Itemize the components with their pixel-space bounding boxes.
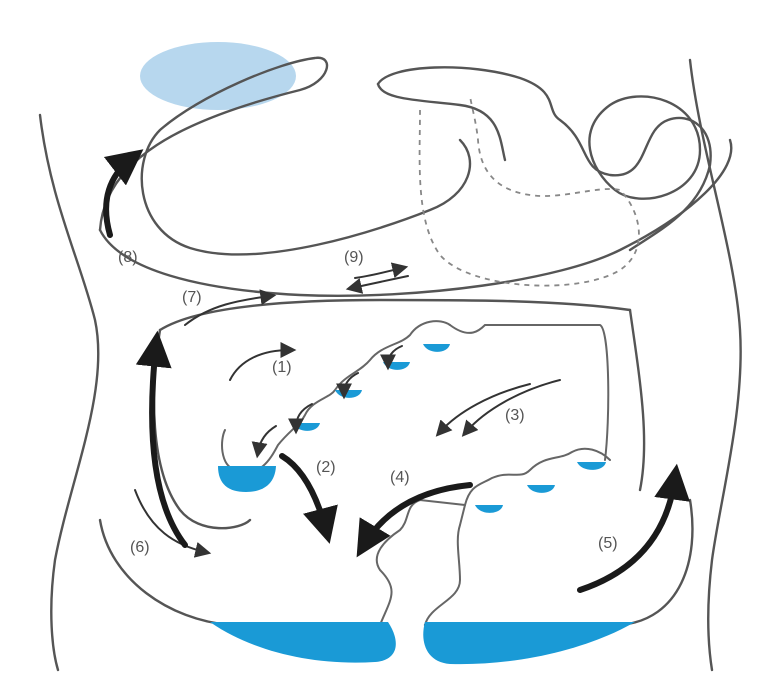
sigmoid-stairs (465, 449, 610, 505)
label-3: (3) (505, 407, 525, 424)
label-9: (9) (344, 249, 364, 266)
sigmoid-pool-3 (577, 462, 606, 470)
right-body-wall (690, 60, 741, 670)
stair-pool-2 (335, 390, 362, 398)
label-6: (6) (130, 539, 150, 556)
flow-arrow-3a (466, 380, 560, 432)
label-4: (4) (390, 469, 410, 486)
stomach-inner (378, 84, 505, 160)
stair-pool-4 (423, 344, 450, 352)
flow-arrow-9a (355, 268, 402, 278)
left-body-wall (40, 115, 98, 670)
ascending-colon-outline (154, 330, 250, 528)
rectum-right-wall (425, 505, 465, 625)
pelvic-pool-right (423, 622, 635, 664)
stomach-outline (378, 67, 711, 250)
sigmoid-pool-1 (475, 505, 503, 513)
subphrenic-collection (140, 42, 296, 110)
right-paracolic-pool (218, 466, 276, 492)
flow-stair-3 (388, 346, 402, 364)
pelvic-pool-left (210, 622, 396, 663)
flow-arrow-4 (364, 485, 470, 545)
mesentery-stairs-right (450, 325, 608, 460)
flow-arrow-5 (580, 478, 675, 590)
right-paracolic-outline (630, 310, 644, 490)
flow-stair-4 (258, 426, 276, 452)
label-7: (7) (182, 289, 202, 306)
sigmoid-pool-2 (527, 485, 555, 493)
label-2: (2) (316, 459, 336, 476)
rectum-left-wall (377, 500, 465, 625)
mesentery-stairs-left (222, 321, 450, 472)
label-1: (1) (272, 359, 292, 376)
right-lower-outline (425, 500, 692, 625)
label-8: (8) (118, 249, 138, 266)
lower-pelvic-outline (100, 520, 380, 625)
label-5: (5) (598, 535, 618, 552)
